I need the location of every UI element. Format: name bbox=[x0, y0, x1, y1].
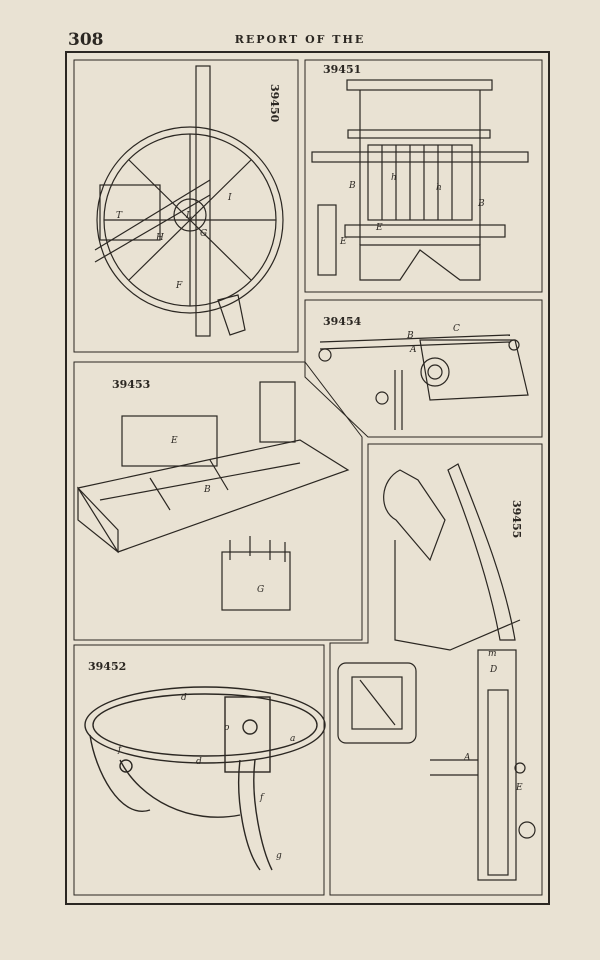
panel-39451-border bbox=[304, 59, 543, 293]
panel-39454-border bbox=[304, 299, 543, 438]
label-39450-G: G bbox=[200, 229, 207, 239]
label-39452-d2: d bbox=[196, 757, 202, 767]
plate-frame bbox=[65, 51, 550, 905]
panel-39455-border bbox=[329, 443, 543, 896]
patent-number-39452: 39452 bbox=[88, 660, 127, 673]
label-39452-a: a bbox=[290, 734, 295, 744]
label-39451-E2: E bbox=[339, 237, 347, 247]
label-39451-E: E bbox=[375, 223, 383, 233]
label-39455-m: m bbox=[488, 649, 497, 659]
label-39453-E: E bbox=[170, 436, 178, 446]
label-39454-C: C bbox=[453, 324, 460, 334]
drawing-39454 bbox=[318, 334, 529, 430]
label-39455-E: E bbox=[515, 783, 523, 793]
running-head: REPORT OF THE bbox=[234, 33, 366, 46]
label-39450-T: T bbox=[116, 211, 123, 221]
label-39452-g: g bbox=[276, 851, 282, 861]
label-39451-h2: h bbox=[436, 183, 442, 193]
label-39450-I: I bbox=[227, 193, 232, 203]
label-39451-B2: B bbox=[477, 199, 485, 209]
label-39450-F: F bbox=[175, 281, 183, 291]
patent-number-39451: 39451 bbox=[323, 63, 362, 76]
patent-number-39454: 39454 bbox=[323, 315, 362, 328]
panel-39450-border bbox=[73, 59, 299, 353]
label-39455-A: A bbox=[463, 753, 471, 763]
drawing-39455 bbox=[337, 463, 536, 881]
label-39452-d1: d bbox=[181, 693, 187, 703]
label-39453-B: B bbox=[203, 485, 211, 495]
label-39453-G: G bbox=[257, 585, 264, 595]
panel-39452-border bbox=[73, 644, 325, 896]
drawing-39451 bbox=[311, 79, 529, 281]
label-39451-B: B bbox=[348, 181, 356, 191]
page-number: 308 bbox=[68, 30, 104, 50]
patent-number-39453: 39453 bbox=[112, 378, 151, 391]
drawing-39452 bbox=[84, 686, 326, 871]
drawing-39453 bbox=[77, 381, 350, 611]
label-39454-A: A bbox=[409, 345, 417, 355]
label-39451-h1: h bbox=[391, 173, 397, 183]
label-39452-o: o bbox=[224, 723, 230, 733]
drawing-39450 bbox=[94, 65, 284, 337]
label-39455-D: D bbox=[489, 665, 497, 675]
label-39452-f1: f bbox=[117, 745, 123, 755]
label-39452-f2: f bbox=[259, 793, 265, 803]
label-39454-B: B bbox=[406, 331, 414, 341]
label-39450-H: H bbox=[155, 233, 164, 243]
panel-39453-border bbox=[73, 361, 363, 641]
label-39450-L: L bbox=[185, 211, 192, 221]
